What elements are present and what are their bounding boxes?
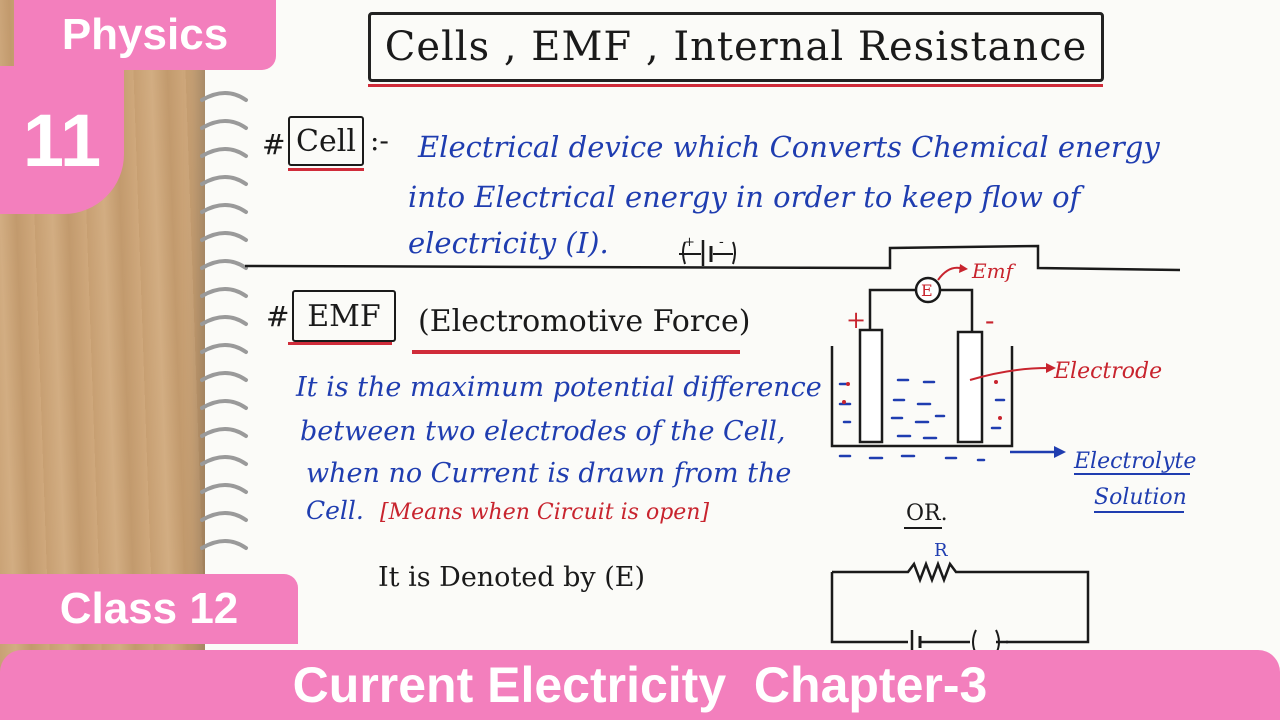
emf-full-form: (Electromotive Force) — [418, 304, 751, 339]
section-divider — [244, 244, 1181, 272]
resistor-label: R — [934, 540, 948, 561]
grade-badge: 11 — [0, 66, 124, 214]
electrolyte-particles — [838, 378, 1006, 462]
emf-meter-label: E — [921, 281, 933, 300]
emf-full-underline — [412, 350, 740, 354]
cell-definition-line1: Electrical device which Converts Chemica… — [418, 130, 1160, 164]
emf-denoted: It is Denoted by (E) — [378, 562, 646, 593]
page-title: Cells , EMF , Internal Resistance — [368, 12, 1104, 82]
electrolyte-label-line1: Electrolyte — [1073, 449, 1196, 474]
emf-definition-line4: Cell. — [306, 496, 364, 525]
cell-symbol-plus: + — [684, 235, 695, 250]
beaker — [830, 346, 1014, 448]
cell-separator: :- — [370, 124, 389, 157]
subject-badge: Physics — [14, 0, 276, 70]
emf-definition-line1: It is the maximum potential difference — [296, 372, 822, 403]
spiral-rings-icon — [200, 91, 248, 550]
electrode-label: Electrode — [1053, 359, 1162, 384]
cell-label-underline — [288, 168, 364, 171]
cell-diagram: E Emf + - Electrode Electrolyte Solution… — [830, 259, 1196, 655]
or-label: OR. — [906, 501, 948, 526]
emf-definition-line2: between two electrodes of the Cell, — [300, 416, 786, 447]
emf-label-underline — [288, 342, 392, 345]
emf-hash: # — [266, 300, 290, 333]
positive-sign: + — [846, 306, 866, 334]
class-badge: Class 12 — [0, 574, 298, 644]
cell-label-box: Cell — [288, 116, 364, 166]
positive-electrode — [858, 328, 884, 444]
emf-label-box: EMF — [292, 290, 396, 342]
negative-electrode — [956, 330, 984, 444]
title-underline — [368, 84, 1103, 87]
emf-note: [Means when Circuit is open] — [380, 500, 710, 525]
emf-definition-line3: when no Current is drawn from the — [306, 458, 792, 489]
cell-definition-line3: electricity (I). — [408, 226, 609, 260]
negative-sign: - — [985, 304, 994, 337]
electrolyte-label-line2: Solution — [1094, 485, 1187, 510]
emf-meter-icon — [914, 276, 942, 304]
cell-definition-line2: into Electrical energy in order to keep … — [408, 180, 1081, 214]
cell-hash: # — [262, 128, 286, 161]
chapter-banner: Current Electricity Chapter-3 — [0, 650, 1280, 720]
circuit-wire — [832, 560, 1090, 644]
cell-symbol-minus: - — [719, 234, 724, 250]
emf-label: Emf — [971, 259, 1017, 283]
notebook-page — [205, 0, 1280, 720]
cell-symbol-icon: + - — [679, 234, 736, 266]
